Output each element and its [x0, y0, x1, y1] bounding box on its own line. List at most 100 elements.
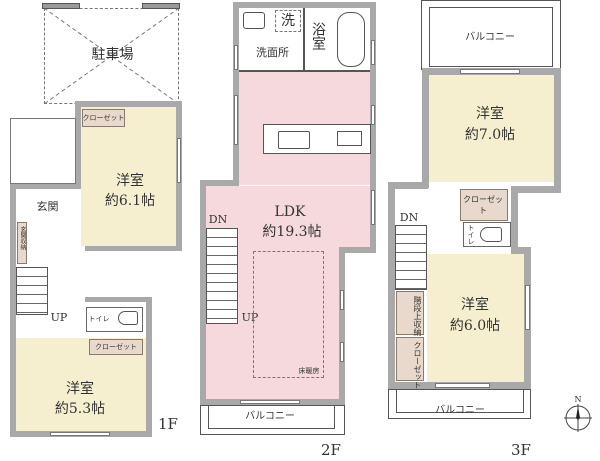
wall: [388, 182, 395, 402]
room-6-1-size: 約6.1帖: [104, 193, 156, 209]
entrance-storage: [17, 222, 27, 264]
balcony-top-label: バルコニー: [465, 32, 515, 43]
window: [240, 400, 300, 404]
entrance-storage-label: 玄関収納: [19, 226, 26, 250]
window: [50, 432, 110, 436]
floor-3f: バルコニー 洋室 約7.0帖 クローゼット DN トイレ 洋室 約6.0帖 階段…: [385, 0, 600, 461]
western-room-6-1: [81, 107, 176, 246]
closet-3f-top-label: クローゼット: [463, 195, 503, 215]
floor-heating-area: [253, 251, 324, 378]
wall: [75, 101, 182, 107]
window: [435, 383, 490, 388]
room-7-0-name: 洋室: [476, 106, 504, 122]
bathroom-label: 浴室: [310, 22, 326, 50]
wall: [146, 297, 152, 437]
wall: [339, 247, 345, 405]
wall: [85, 297, 152, 302]
wall: [339, 247, 376, 253]
wall: [75, 101, 81, 191]
wall: [554, 68, 561, 193]
floor-label-2f: 2F: [321, 441, 341, 459]
closet-3f-bottom: [396, 337, 424, 381]
parking-label: 駐車場: [91, 47, 134, 63]
stairs-up-label-2f: UP: [241, 311, 259, 324]
compass-icon: [564, 404, 592, 432]
bathtub-icon: [337, 12, 365, 67]
ldk-room-mid: [239, 186, 370, 247]
room-6-1-name: 洋室: [116, 173, 144, 189]
room-6-0-name: 洋室: [461, 297, 489, 313]
wall: [233, 2, 239, 185]
balcony-bottom-label: バルコニー: [435, 405, 485, 416]
wash-label: 洗: [281, 13, 295, 29]
stairs-up-label: UP: [50, 311, 68, 324]
wall: [370, 2, 376, 37]
closet-3f-top: [460, 189, 508, 221]
window: [371, 40, 375, 65]
western-room-7-0: [429, 75, 554, 182]
balcony-2f-label: バルコニー: [245, 411, 295, 422]
kitchen-sink-icon: [278, 131, 310, 149]
room-6-0-size: 約6.0帖: [449, 318, 501, 334]
wall: [10, 183, 80, 189]
balcony-top: [429, 7, 553, 67]
toilet-bowl-icon: [118, 311, 138, 325]
ldk-name: LDK: [274, 204, 306, 220]
window: [460, 69, 520, 74]
washing-machine-area: [275, 10, 301, 32]
parking-post-left: [42, 3, 80, 9]
toilet-bowl-icon: [480, 227, 502, 242]
stairs-3f: [395, 225, 427, 290]
closet-1f-top-label: クローゼット: [82, 114, 125, 122]
stair-storage: [396, 291, 424, 335]
wall: [200, 180, 206, 405]
window: [371, 190, 375, 225]
wall: [200, 180, 239, 186]
window: [371, 105, 375, 125]
wall: [422, 68, 429, 188]
closet-1f-top: [82, 109, 125, 127]
floor-2f: 洗 洗面所 浴室 DN UP LDK 約19.3帖 床暖房 バルコニー 2F: [195, 0, 395, 461]
washroom-label: 洗面所: [256, 46, 289, 59]
floor-1f: 駐車場 クローゼット 洋室 約6.1帖 玄関 玄関収納 UP トイレ クローゼッ…: [0, 0, 200, 461]
closet-1f-bottom-text: クローゼット: [95, 343, 137, 351]
compass-north-label: N: [574, 395, 582, 404]
compass: N: [563, 396, 593, 432]
wall: [388, 182, 428, 189]
window: [177, 138, 181, 183]
wall: [85, 246, 182, 251]
room-7-0-size: 約7.0帖: [464, 127, 516, 143]
entry-porch: [10, 118, 76, 184]
wall: [511, 186, 561, 193]
floor-heating-label: 床暖房: [298, 367, 320, 375]
toilet-1f-label: トイレ: [88, 315, 110, 323]
western-room-6-0: [427, 254, 524, 382]
window: [234, 45, 238, 70]
floor-label-3f: 3F: [511, 441, 531, 459]
window: [340, 342, 344, 362]
wall: [10, 183, 16, 437]
room-5-3-size: 約5.3帖: [54, 401, 106, 417]
closet-1f-bottom-fg: [89, 339, 143, 355]
wall: [370, 37, 376, 247]
ldk-size: 約19.3帖: [262, 224, 322, 240]
entrance-label: 玄関: [36, 200, 59, 213]
wall: [233, 2, 376, 8]
stair-storage-label: 階段上収納: [413, 296, 422, 336]
toilet-3f-label: トイレ: [467, 224, 475, 245]
balcony-2f: [208, 405, 335, 429]
sink-icon: [243, 12, 265, 29]
window: [525, 285, 530, 330]
stairs-1f: [16, 267, 48, 315]
window: [340, 290, 344, 310]
floor-label-1f: 1F: [158, 415, 178, 433]
closet-3f-bottom-label: クローゼット: [413, 341, 422, 389]
window: [234, 95, 238, 145]
stairs-2f: [206, 228, 238, 324]
parking-post-right: [142, 3, 180, 9]
wall: [511, 247, 531, 254]
stairs-dn-label-3f: DN: [399, 211, 419, 224]
stairs-dn-label: DN: [208, 213, 228, 226]
wall: [511, 186, 518, 251]
stove-icon: [337, 131, 362, 146]
